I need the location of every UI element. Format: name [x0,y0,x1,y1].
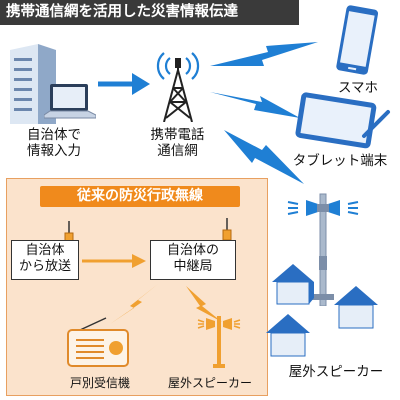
laptop-icon [44,84,96,119]
legacy-outdoor-speaker-label: 屋外スピーカー [167,376,252,390]
legacy-link-to-speaker [186,286,222,322]
link-to-tablet [210,92,300,118]
link-to-speaker [224,130,304,184]
house-icon [272,264,314,305]
house-icon [334,286,378,329]
legacy-system-title: 従来の防災行政無線 [40,186,240,207]
speaker-pole-icon [287,193,359,306]
broadcast-box: 自治体 から放送 [11,240,79,280]
smartphone-icon [336,5,379,75]
radio-receiver-icon [67,317,129,367]
municipality-input-label: 自治体で 情報入力 [27,127,81,159]
legacy-link-to-receiver [110,284,158,324]
tablet-icon [295,92,390,149]
outdoor-speaker-label: 屋外スピーカー [288,364,384,380]
legacy-system-panel [6,178,268,396]
smartphone-label: スマホ [337,80,379,96]
tablet-label: タブレット端末 [292,153,388,169]
household-receiver-label: 戸別受信機 [69,376,130,390]
page-title: 携帯通信網を活用した災害情報伝達 [0,0,299,25]
speaker-pole-icon [197,316,241,368]
house-icon [266,314,310,357]
mobile-network-label: 携帯電話 通信網 [150,127,205,159]
legacy-arrow [82,254,146,268]
cell-tower-icon [156,52,200,122]
relay-box: 自治体の 中継局 [150,240,236,280]
input-arrow [98,73,150,95]
link-to-smartphone [210,42,318,66]
